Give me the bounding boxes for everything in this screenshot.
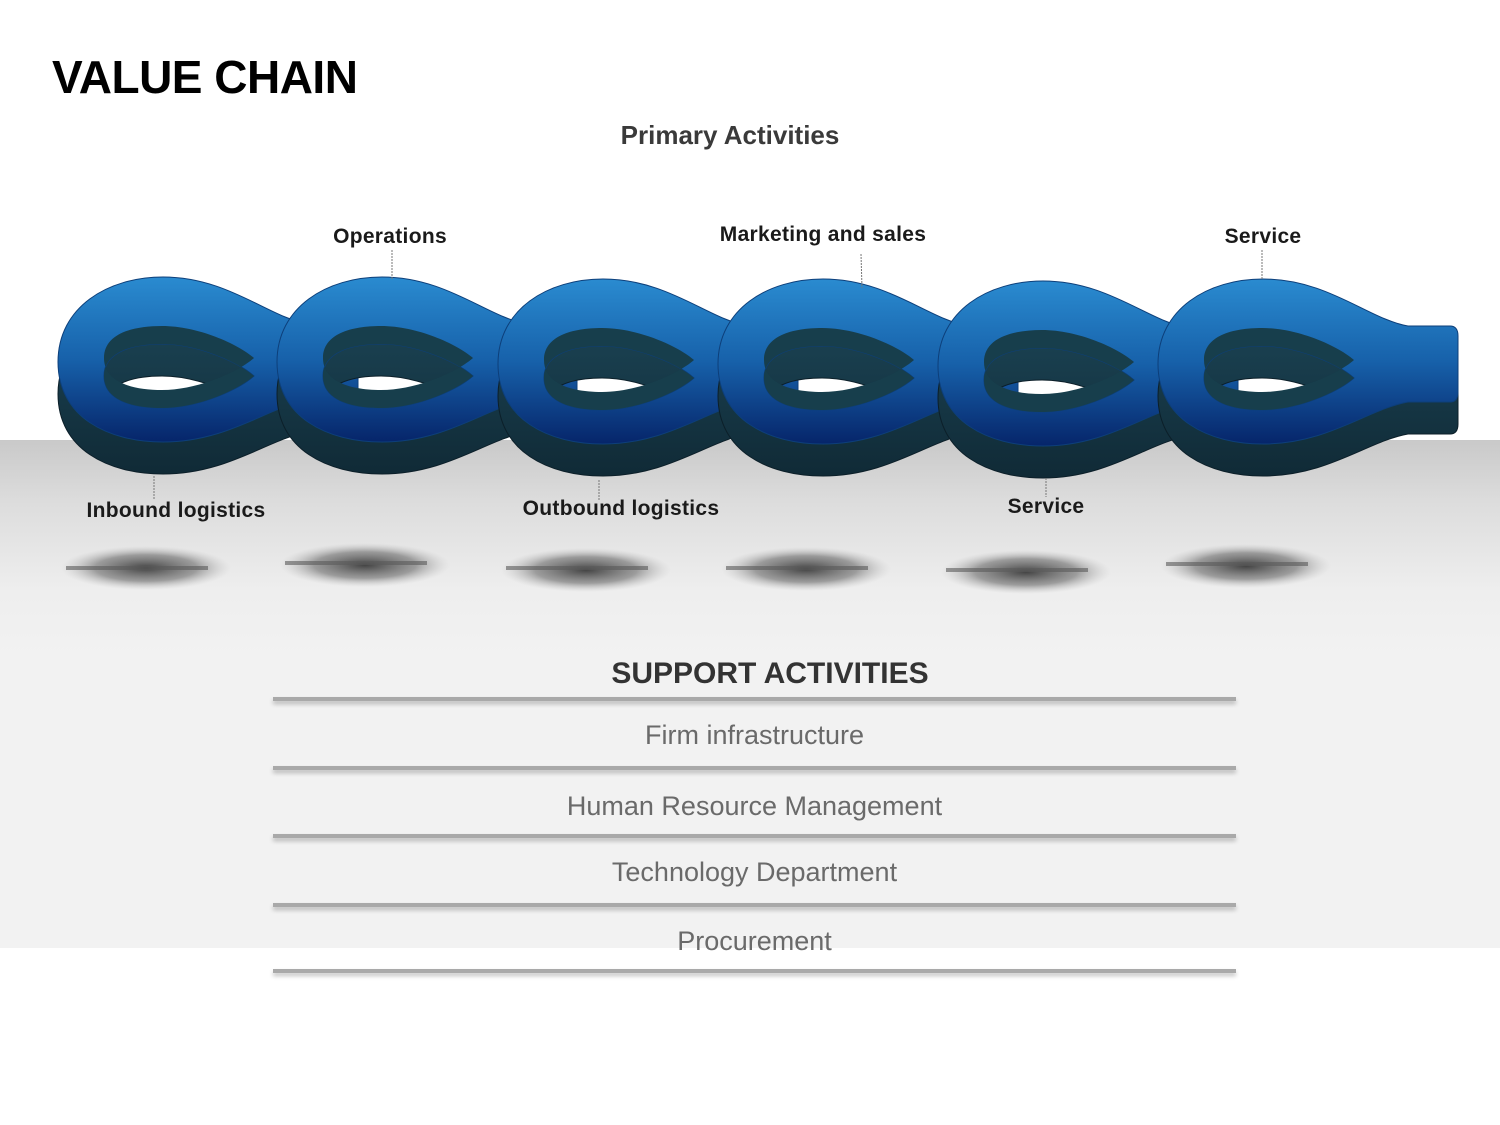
support-activities-heading: SUPPORT ACTIVITIES (611, 657, 929, 690)
chain-link (1157, 278, 1459, 477)
top-label-0: Operations (333, 225, 447, 248)
label-leader-lines (153, 250, 1263, 500)
floor-background (0, 440, 1500, 948)
support-divider (273, 969, 1236, 973)
chain-links (57, 276, 1459, 479)
link-shadow-edge (726, 566, 868, 570)
link-hole-wall (1204, 328, 1354, 410)
support-item-procurement: Procurement (677, 926, 832, 956)
support-divider (273, 834, 1236, 838)
link-hole-wall (323, 326, 473, 408)
link-hole-wall (984, 330, 1134, 412)
support-item-technology-department: Technology Department (611, 857, 898, 887)
top-label-1: Marketing and sales (719, 223, 927, 246)
support-divider (273, 697, 1236, 701)
link-shadow-edge (946, 568, 1088, 572)
support-item-firm-infrastructure: Firm infrastructure (644, 720, 865, 750)
support-divider (273, 903, 1236, 907)
bottom-label-0: Inbound logistics (86, 499, 266, 522)
link-shadow-edge (506, 566, 648, 570)
link-shadow-edge (285, 561, 427, 565)
value-chain-diagram (57, 250, 1459, 594)
top-label-2: Service (1224, 225, 1302, 248)
primary-activities-heading: Primary Activities (620, 120, 840, 150)
bottom-label-2: Service (1007, 495, 1085, 518)
support-item-human-resource-management: Human Resource Management (566, 791, 943, 821)
link-hole-wall (104, 326, 254, 408)
link-shadow-edge (1166, 562, 1308, 566)
leader-line (860, 253, 863, 289)
support-divider (273, 766, 1236, 770)
link-hole-wall (764, 328, 914, 410)
bottom-label-1: Outbound logistics (522, 497, 720, 520)
link-shadow-edge (66, 566, 208, 570)
link-hole-wall (544, 328, 694, 410)
slide-title: VALUE CHAIN (52, 51, 358, 103)
link-shadows (61, 543, 1331, 594)
